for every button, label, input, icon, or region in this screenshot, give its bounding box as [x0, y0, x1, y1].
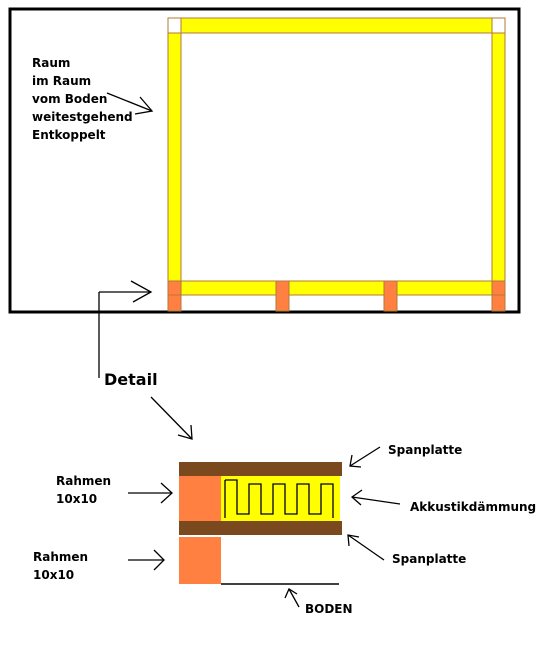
beam-top [180, 17, 493, 34]
corner-block-top-left [167, 17, 182, 34]
room-label-line-5: Entkoppelt [32, 128, 106, 142]
label-floor: BODEN [305, 602, 353, 616]
label-frame-bottom-line-1: Rahmen [33, 550, 88, 564]
arrow-frame-top [128, 482, 173, 504]
room-label-line-3: vom Boden [32, 92, 107, 106]
room-label-line-4: weitestgehend [32, 110, 133, 124]
inner-room-frame [167, 17, 506, 312]
detail-title: Detail [104, 370, 158, 389]
corner-block-top-right [491, 17, 506, 34]
arrow-chipboard-bottom [347, 534, 385, 561]
label-frame-bottom-line-2: 10x10 [33, 568, 74, 582]
arrow-chipboard-top [349, 446, 381, 468]
label-frame-top-line-2: 10x10 [56, 492, 97, 506]
floor-post-3 [383, 280, 398, 312]
label-chipboard-bottom: Spanplatte [392, 552, 466, 566]
frame-post-lower [179, 537, 221, 584]
arrow-detail-connector [98, 280, 153, 378]
label-acoustic-insulation: Akkustikdämmung [410, 500, 536, 514]
floor-post-4 [491, 294, 506, 312]
arrow-floor [284, 588, 300, 608]
beam-left [167, 32, 182, 282]
outer-room-outline [8, 7, 521, 314]
room-label-line-2: im Raum [32, 74, 91, 88]
floor-post-1 [167, 294, 182, 312]
label-frame-top-line-1: Rahmen [56, 474, 111, 488]
insulation-zigzag [224, 479, 334, 518]
post-corner-bottom-right [491, 280, 506, 296]
chipboard-top [179, 462, 342, 476]
chipboard-bottom [179, 521, 342, 535]
label-frame-bottom: Rahmen 10x10 [33, 550, 92, 582]
detail-section [179, 462, 342, 585]
beam-bottom [180, 280, 493, 296]
arrow-label-to-frame [106, 92, 154, 115]
frame-post-upper [179, 476, 221, 521]
beam-right [491, 32, 506, 282]
arrow-frame-bottom [128, 549, 165, 571]
floor-post-2 [275, 280, 290, 312]
label-frame-top: Rahmen 10x10 [56, 474, 115, 506]
post-corner-bottom-left [167, 280, 182, 296]
arrow-detail-pointer [150, 396, 193, 440]
arrow-acoustic-insulation [350, 489, 401, 506]
label-chipboard-top: Spanplatte [388, 443, 462, 457]
room-label-line-1: Raum [32, 56, 70, 70]
room-in-room-label: Raum im Raum vom Boden weitestgehend Ent… [32, 56, 137, 142]
